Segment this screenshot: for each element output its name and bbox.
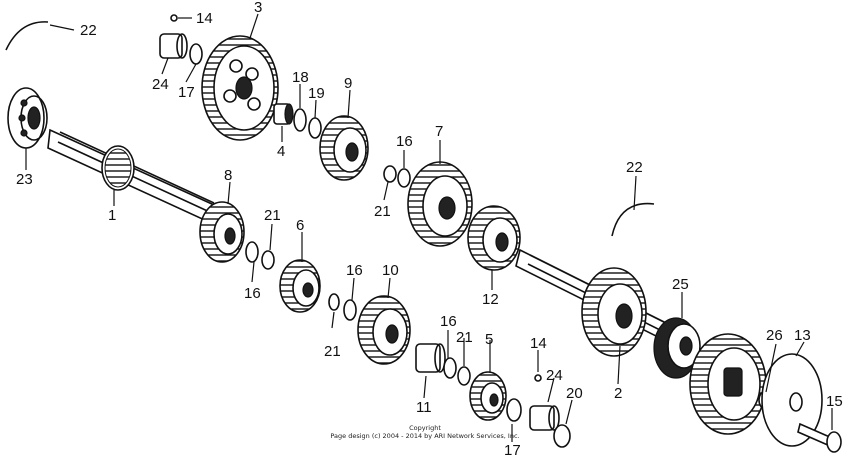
bushing-4 (273, 103, 294, 125)
callout-21-c: 21 (324, 343, 341, 360)
callout-21-b: 21 (264, 207, 281, 224)
washer-18 (293, 108, 307, 132)
washer-17-bottom (506, 398, 522, 422)
callout-8: 8 (224, 167, 232, 184)
callout-24-top: 24 (152, 76, 169, 93)
copyright-title: Copyright (409, 424, 441, 432)
bushing-24-bottom (529, 405, 560, 431)
callout-10: 10 (382, 262, 399, 279)
drive-sprocket (689, 333, 767, 435)
gear-8 (199, 201, 245, 263)
callout-13: 13 (794, 327, 811, 344)
callout-23: 23 (16, 171, 33, 188)
callout-22-top: 22 (80, 22, 97, 39)
callout-17-bottom: 17 (504, 442, 521, 459)
callout-21-d: 21 (456, 329, 473, 346)
copyright-notice: Copyright Page design (c) 2004 - 2014 by… (300, 424, 550, 440)
ball-14-bottom (534, 374, 542, 382)
callout-17-top: 17 (178, 84, 195, 101)
callout-20: 20 (566, 385, 583, 402)
bushing-11 (415, 343, 446, 373)
callout-15: 15 (826, 393, 843, 410)
callout-16-d: 16 (440, 313, 457, 330)
snap-ring-22-right (611, 202, 655, 237)
countershaft-2 (515, 248, 681, 357)
gear-3 (201, 35, 279, 141)
bolt-15 (797, 422, 842, 453)
callout-labels: 22 14 3 24 17 18 19 9 4 23 16 7 21 1 8 2… (16, 0, 843, 459)
washer-20 (553, 424, 571, 448)
main-shaft-1 (47, 128, 226, 230)
washer-16-b (245, 241, 259, 263)
copyright-text: Page design (c) 2004 - 2014 by ARI Netwo… (330, 432, 520, 440)
snap-ring-22-top (5, 21, 49, 51)
gear-10 (357, 295, 411, 365)
callout-4: 4 (277, 143, 285, 160)
fixing-plate-13 (761, 353, 823, 447)
clip-21-d (457, 366, 471, 386)
callout-7: 7 (435, 123, 443, 140)
gear-7 (407, 161, 473, 247)
clip-21-a (383, 165, 397, 183)
callout-11: 11 (416, 399, 432, 416)
bushing-24-top (159, 33, 188, 59)
callout-3: 3 (254, 0, 262, 16)
clip-21-c (328, 293, 340, 311)
gear-9 (319, 115, 369, 181)
callout-24-bottom: 24 (546, 367, 563, 384)
clip-21-b (261, 250, 275, 270)
callout-26: 26 (766, 327, 783, 344)
callout-16-a: 16 (396, 133, 413, 150)
callout-6: 6 (296, 217, 304, 234)
callout-2: 2 (614, 385, 622, 402)
callout-22-right: 22 (626, 159, 643, 176)
washer-16-a (397, 168, 411, 188)
gear-12 (467, 205, 521, 271)
callout-5: 5 (485, 331, 493, 348)
washer-16-c (343, 299, 357, 321)
washer-17-top (189, 43, 203, 65)
washer-16-d (443, 357, 457, 379)
callout-19: 19 (308, 85, 325, 102)
callout-12: 12 (482, 291, 499, 308)
ball-14-top (170, 14, 178, 22)
gear-6 (279, 259, 321, 313)
callout-25: 25 (672, 276, 689, 293)
callout-21-a: 21 (374, 203, 391, 220)
bearing-23 (7, 87, 48, 149)
leader-lines (25, 13, 833, 442)
callout-14-bottom: 14 (530, 335, 547, 352)
gear-5 (469, 371, 507, 421)
callout-1: 1 (108, 207, 116, 224)
callout-18: 18 (292, 69, 309, 86)
callout-16-b: 16 (244, 285, 261, 302)
callout-16-c: 16 (346, 262, 363, 279)
callout-14-top: 14 (196, 10, 213, 27)
callout-9: 9 (344, 75, 352, 92)
washer-19 (308, 117, 322, 139)
bearing-25 (653, 317, 701, 379)
